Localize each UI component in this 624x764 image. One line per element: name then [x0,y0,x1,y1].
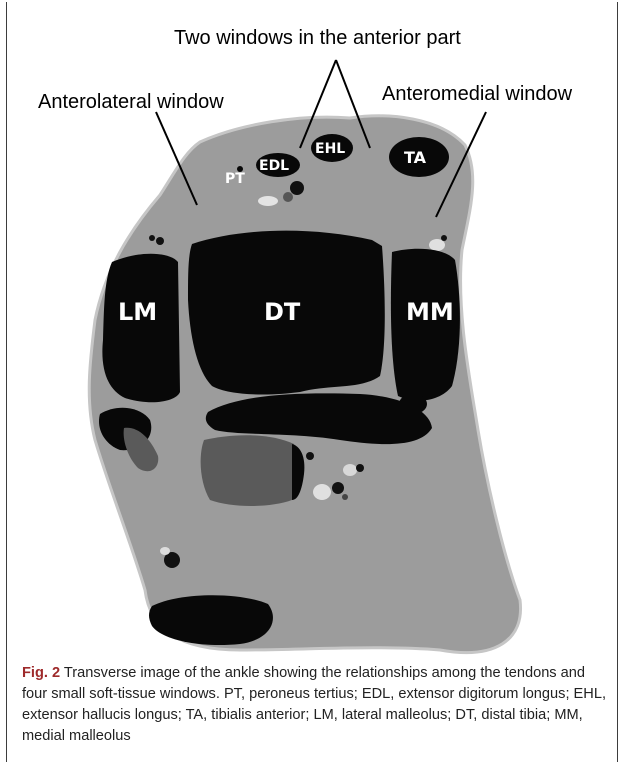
bone-fragment [399,394,427,414]
label-anteromedial: Anteromedial window [382,83,573,105]
vessel [156,237,164,245]
label-dt: DT [264,298,301,326]
nerve [429,239,445,251]
nerve [343,464,357,476]
nerve [258,196,278,206]
vessel [441,235,447,241]
vessel [342,494,348,500]
vessel [283,192,293,202]
label-ehl: EHL [315,141,345,157]
vessel [149,235,155,241]
vessel [306,452,314,460]
label-ta: TA [404,148,427,167]
label-mm: MM [406,298,454,326]
ankle-figure: Two windows in the anterior part Anterol… [0,0,624,660]
caption-label: Fig. 2 [22,665,60,681]
dark-tissue-block [201,435,299,506]
heel-bone [149,595,273,645]
lm-bone [102,254,180,403]
caption-text: Transverse image of the ankle showing th… [22,665,606,744]
nerve [160,547,170,555]
vessel [332,482,344,494]
label-anterior-part: Two windows in the anterior part [174,27,461,49]
nerve [313,484,331,500]
label-pt: PT [225,171,245,187]
label-edl: EDL [259,158,289,174]
label-anterolateral: Anterolateral window [38,91,224,113]
figure-caption: Fig. 2 Transverse image of the ankle sho… [22,663,608,747]
label-lm: LM [118,298,157,326]
ankle-cross-section: Two windows in the anterior part Anterol… [0,0,624,660]
vessel [290,181,304,195]
vessel [356,464,364,472]
